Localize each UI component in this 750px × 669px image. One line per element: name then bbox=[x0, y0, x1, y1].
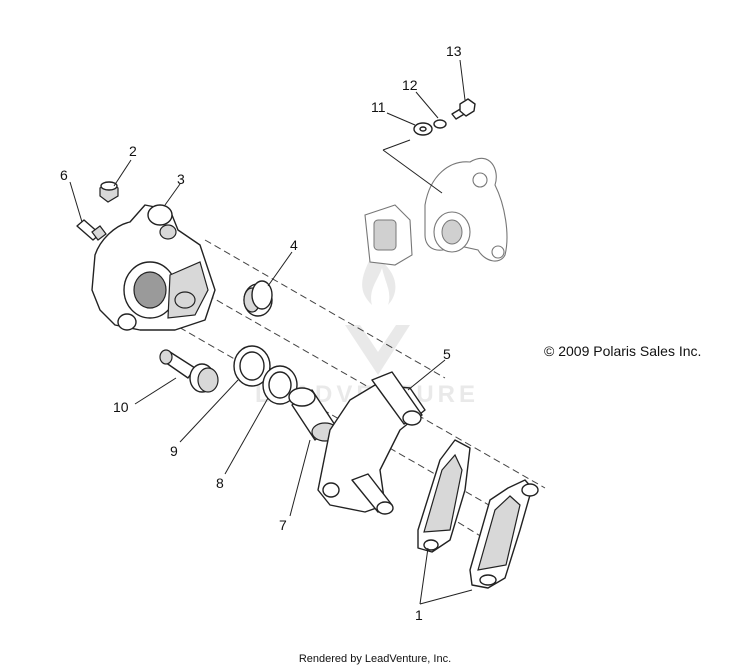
callout-3: 3 bbox=[177, 171, 185, 187]
callout-6: 6 bbox=[60, 167, 68, 183]
callout-5: 5 bbox=[443, 346, 451, 362]
part-10-pin bbox=[159, 349, 219, 393]
part-6-bleeder bbox=[76, 219, 107, 241]
callout-13: 13 bbox=[446, 43, 462, 59]
callout-12: 12 bbox=[402, 77, 418, 93]
part-11-washer bbox=[413, 122, 433, 136]
part-13-bolt bbox=[451, 98, 476, 120]
callout-11: 11 bbox=[371, 99, 386, 115]
inset-assembly bbox=[364, 139, 508, 266]
part-9-seal bbox=[233, 345, 271, 387]
callout-8: 8 bbox=[216, 475, 224, 491]
callout-1: 1 bbox=[415, 607, 423, 623]
leader-lines bbox=[69, 59, 473, 605]
footer-credit: Rendered by LeadVenture, Inc. bbox=[298, 653, 452, 665]
callout-9: 9 bbox=[170, 443, 178, 459]
part-12-washer bbox=[433, 119, 447, 129]
part-1-pads bbox=[417, 439, 539, 589]
part-7-piston bbox=[288, 387, 339, 442]
callout-4: 4 bbox=[290, 237, 298, 253]
part-8-seal bbox=[262, 365, 298, 405]
part-4-boot bbox=[243, 280, 273, 317]
callout-10: 10 bbox=[113, 399, 129, 415]
callout-2: 2 bbox=[129, 143, 137, 159]
part-5-bracket bbox=[317, 371, 426, 515]
callout-7: 7 bbox=[279, 517, 287, 533]
copyright-notice: © 2009 Polaris Sales Inc. bbox=[544, 343, 702, 359]
part-3-caliper bbox=[91, 204, 216, 331]
part-2-cap bbox=[99, 181, 119, 203]
